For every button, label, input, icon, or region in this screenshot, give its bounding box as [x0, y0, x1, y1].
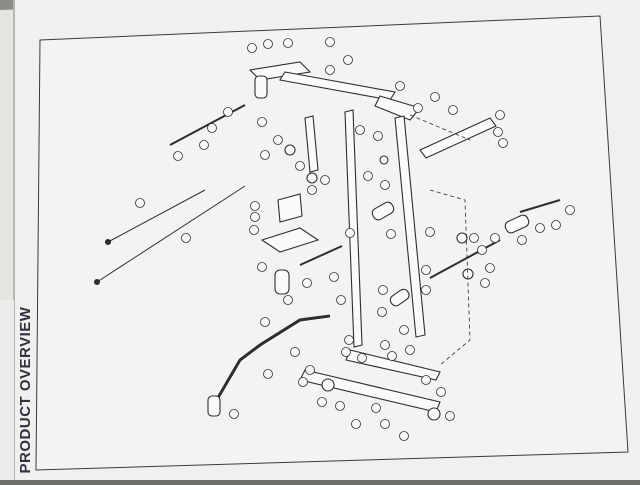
cable-end [93, 278, 101, 286]
part-callouts [135, 37, 575, 441]
assembly-guide [429, 189, 471, 366]
roller-pad [504, 214, 530, 234]
pulley [427, 407, 441, 421]
seat-pad [260, 227, 320, 253]
cable-lower [96, 185, 246, 283]
upright-right [394, 115, 426, 338]
pulley [321, 378, 335, 392]
roller-pad [254, 75, 268, 99]
roller-pad [389, 288, 410, 307]
roller-pad [207, 395, 221, 417]
lever-bar-inner [213, 317, 331, 409]
exploded-view-diagram [93, 61, 561, 421]
sidebar-strip [0, 300, 14, 480]
handle-bar [519, 199, 561, 213]
upright-mid [304, 115, 319, 173]
seat-bracket [277, 193, 303, 223]
pulley [284, 144, 296, 156]
roller-pad [274, 269, 290, 295]
top-frame-arm [374, 95, 421, 121]
pulley [306, 172, 318, 184]
pulley [379, 155, 389, 165]
pulley [456, 232, 468, 244]
cable-end [104, 238, 112, 246]
section-heading: PRODUCT OVERVIEW [17, 306, 34, 474]
upright-left [344, 109, 363, 348]
cable-upper [107, 189, 206, 243]
assembly-guide [409, 114, 471, 141]
handle-bar [299, 245, 343, 266]
right-crossbar [419, 117, 497, 159]
roller-pad [371, 201, 395, 221]
handle-bar [429, 239, 501, 279]
lever-bar [210, 314, 331, 409]
